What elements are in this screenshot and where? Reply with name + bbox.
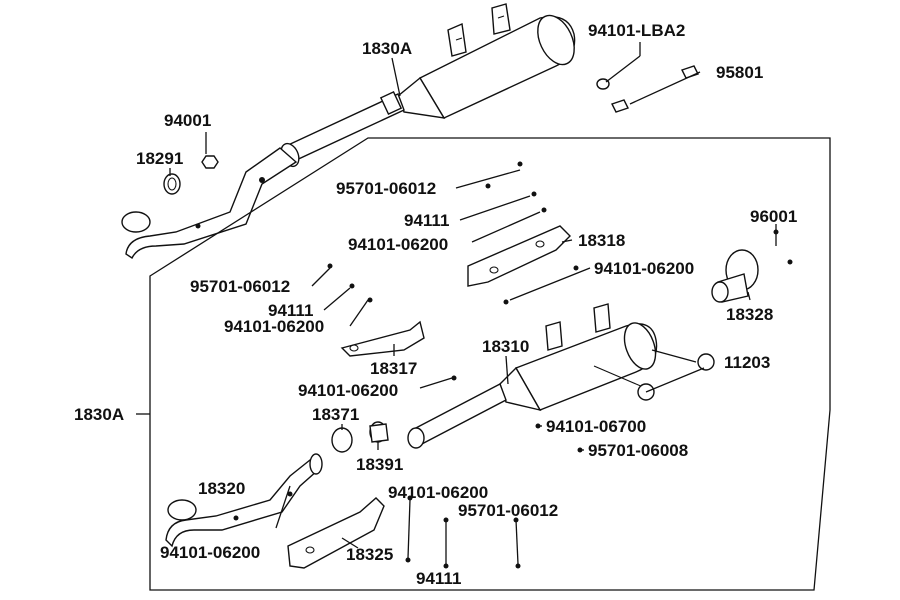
header-pipe-18320-bolt xyxy=(233,515,239,521)
muffler-18310-inlet-opening xyxy=(407,427,425,449)
label-18318: 18318 xyxy=(578,231,625,250)
assembled-header-flange xyxy=(121,211,151,233)
label-94111-c: 94111 xyxy=(416,569,461,588)
gasket-18291-inner xyxy=(167,177,177,191)
label-94101-06200-c: 94101-06200 xyxy=(224,317,324,336)
gasket-18291-icon xyxy=(163,173,181,195)
label-95801: 95801 xyxy=(716,63,763,82)
spark-arrestor-opening xyxy=(711,281,729,303)
label-94101-06200-e: 94101-06200 xyxy=(160,543,260,562)
header-pipe-18320-sensor xyxy=(287,491,293,497)
label-96001: 96001 xyxy=(750,207,797,226)
label-94101-06200-d: 94101-06200 xyxy=(298,381,398,400)
heat-shield-18318 xyxy=(467,225,571,287)
heat-shield-18325 xyxy=(287,497,385,569)
label-18310: 18310 xyxy=(482,337,529,356)
bracket-hole-front xyxy=(455,37,463,41)
header-pipe-18320-outlet xyxy=(309,453,323,475)
label-18371: 18371 xyxy=(312,405,359,424)
label-18391: 18391 xyxy=(356,455,403,474)
label-94101-06700: 94101-06700 xyxy=(546,417,646,436)
label-18320: 18320 xyxy=(198,479,245,498)
label-18291: 18291 xyxy=(136,149,183,168)
assembled-muffler-end-cap xyxy=(537,14,575,66)
assembled-exhaust-system xyxy=(121,3,576,260)
assembled-header-pipe xyxy=(125,147,298,260)
muffler-18310-end-cap xyxy=(623,322,657,370)
assembled-sensor-boss xyxy=(259,177,265,183)
heat-shield-18325-hole xyxy=(305,546,315,554)
nut-94001-icon xyxy=(201,155,219,169)
muffler-18310 xyxy=(407,303,658,449)
spark-arrestor-18328 xyxy=(711,249,759,303)
gasket-18391-body xyxy=(369,423,389,443)
label-94101-06200-b: 94101-06200 xyxy=(594,259,694,278)
label-95701-06008: 95701-06008 xyxy=(588,441,688,460)
muffler-18310-bracket-front xyxy=(545,321,563,351)
header-pipe-18320 xyxy=(165,453,323,548)
label-94111-a: 94111 xyxy=(404,211,449,230)
label-18325: 18325 xyxy=(346,545,393,564)
label-94111-b: 94111 xyxy=(268,301,313,320)
assembled-pipe-joint xyxy=(379,90,403,116)
muffler-18310-bracket-rear xyxy=(593,303,611,333)
assembled-muffler-bracket-rear xyxy=(491,3,511,35)
label-18317: 18317 xyxy=(370,359,417,378)
fastener-dots xyxy=(327,161,793,569)
label-95701-06012-c: 95701-06012 xyxy=(458,501,558,520)
muffler-18310-inlet-pipe xyxy=(411,383,507,447)
label-94101-06200-a: 94101-06200 xyxy=(348,235,448,254)
label-1830a-side: 1830A xyxy=(74,405,124,424)
heat-shield-18317 xyxy=(340,320,425,357)
assembled-heatshield-bolt xyxy=(195,223,201,229)
label-1830a-top: 1830A xyxy=(362,39,412,58)
heat-shield-18317-hole xyxy=(349,344,359,352)
header-pipe-18320-flange xyxy=(167,499,197,521)
assembled-muffler-cone xyxy=(397,76,446,119)
label-94101-lba2: 94101-LBA2 xyxy=(588,21,685,40)
rubber-mount-11203-a xyxy=(697,353,715,371)
top-hardware xyxy=(163,65,699,195)
heat-shield-18318-hole-a xyxy=(489,266,499,274)
bolt-95801-head-b xyxy=(611,99,629,113)
label-95701-06012-a: 95701-06012 xyxy=(336,179,436,198)
bracket-hole-rear xyxy=(497,15,505,19)
exploded-view-frame xyxy=(149,137,831,591)
part-labels: 1830A 94101-LBA2 95801 94001 18291 95701… xyxy=(74,21,797,588)
label-94101-06200-f: 94101-06200 xyxy=(388,483,488,502)
label-95701-06012-b: 95701-06012 xyxy=(190,277,290,296)
leader-lines xyxy=(136,42,777,566)
heat-shield-18318-hole-b xyxy=(535,240,545,248)
label-11203: 11203 xyxy=(724,353,770,372)
label-94001: 94001 xyxy=(164,111,211,130)
clamp-18371-icon xyxy=(331,427,353,453)
muffler-18310-cone xyxy=(499,366,542,412)
label-18328: 18328 xyxy=(726,305,773,324)
